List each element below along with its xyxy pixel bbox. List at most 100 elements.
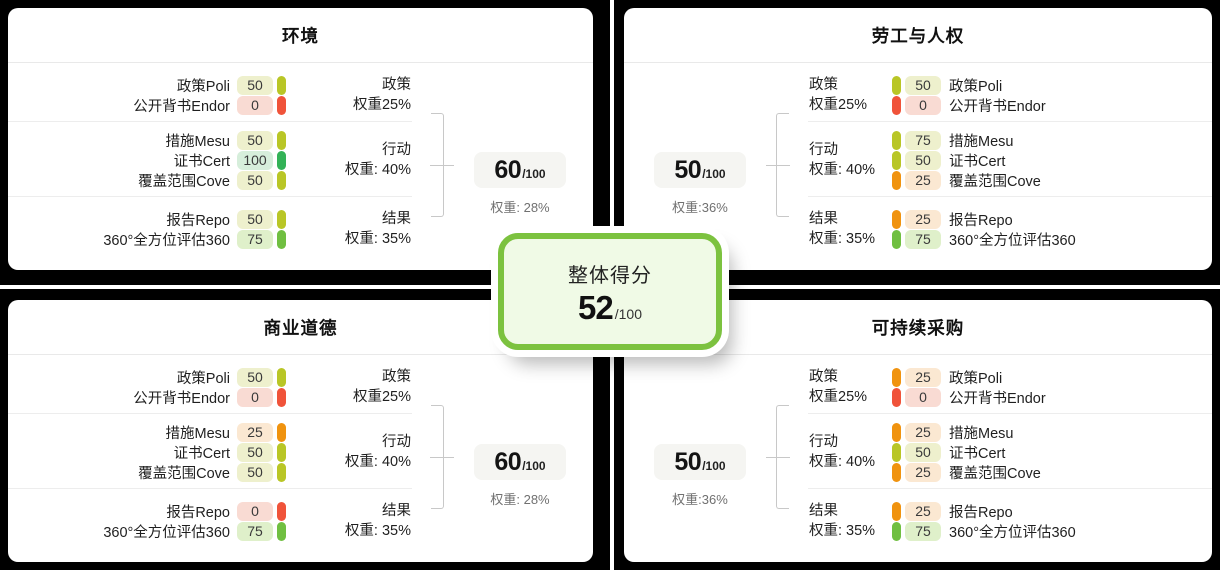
subfactor-row: 覆盖范围Cove 50	[8, 462, 286, 482]
score-color-bar-icon	[277, 442, 286, 462]
group-weight: 权重: 35%	[809, 231, 876, 247]
subfactor-label: 公开背书Endor	[133, 98, 230, 115]
group-weight-label: 结果权重: 35%	[808, 501, 892, 541]
score-badge: 0	[905, 387, 941, 407]
score-color-bar-icon	[892, 422, 901, 442]
group-name: 结果	[382, 211, 411, 227]
subfactor-row: 措施Mesu 50	[8, 130, 286, 150]
group-weight: 权重: 40%	[809, 162, 876, 178]
category-score-denominator: /100	[522, 459, 546, 473]
group-weight-label: 行动权重: 40%	[808, 432, 892, 472]
score-badge: 25	[237, 422, 273, 442]
score-color-bar-icon	[277, 521, 286, 541]
score-color-bar-icon	[892, 229, 901, 249]
score-color-bar-icon	[277, 367, 286, 387]
group-weight-label: 政策权重25%	[286, 75, 412, 115]
subfactor-label: 覆盖范围Cove	[949, 173, 1041, 190]
category-weight: 权重:36%	[672, 492, 728, 507]
subfactor-label: 政策Poli	[949, 370, 1003, 387]
score-badge: 25	[905, 367, 941, 387]
score-badge: 100	[237, 150, 273, 170]
score-badge: 50	[237, 462, 273, 482]
category-score-denominator: /100	[702, 167, 726, 181]
score-badge: 50	[905, 150, 941, 170]
score-color-bar-icon	[892, 75, 901, 95]
subfactor-label: 报告Repo	[949, 504, 1013, 521]
score-badge: 25	[905, 501, 941, 521]
subfactor-label: 360°全方位评估360	[949, 232, 1076, 249]
category-score-box: 60/100	[474, 444, 566, 480]
group-name: 行动	[382, 434, 411, 450]
score-color-bar-icon	[892, 150, 901, 170]
group-weight-label: 行动权重: 40%	[286, 140, 412, 180]
group-weight-label: 行动权重: 40%	[286, 432, 412, 472]
subfactor-label: 覆盖范围Cove	[138, 465, 230, 482]
group-weight: 权重25%	[352, 389, 411, 405]
group-weight-label: 行动权重: 40%	[808, 140, 892, 180]
subfactor-label: 报告Repo	[949, 212, 1013, 229]
subfactor-label: 证书Cert	[949, 445, 1006, 462]
score-color-bar-icon	[277, 209, 286, 229]
group-weight: 权重25%	[809, 389, 868, 405]
score-color-bar-icon	[892, 442, 901, 462]
group-name: 政策	[809, 369, 838, 385]
subfactor-label: 报告Repo	[166, 212, 230, 229]
subfactor-label: 措施Mesu	[949, 425, 1014, 442]
subfactor-label: 措施Mesu	[165, 133, 230, 150]
score-badge: 75	[237, 229, 273, 249]
score-badge: 50	[237, 170, 273, 190]
bracket-connector	[766, 405, 790, 509]
score-color-bar-icon	[277, 229, 286, 249]
subfactor-label: 360°全方位评估360	[103, 232, 230, 249]
category-score-box: 50/100	[654, 152, 746, 188]
group-name: 政策	[809, 77, 838, 93]
score-badge: 50	[905, 75, 941, 95]
subfactor-row: 360°全方位评估360 75	[8, 229, 286, 249]
overall-score-card: 整体得分 52 /100	[498, 233, 722, 350]
overall-score-denominator: /100	[614, 305, 642, 322]
category-score-denominator: /100	[702, 459, 726, 473]
score-color-bar-icon	[892, 521, 901, 541]
group-name: 行动	[382, 142, 411, 158]
score-badge: 75	[905, 521, 941, 541]
subfactor-label: 证书Cert	[173, 445, 230, 462]
score-badge: 75	[905, 130, 941, 150]
subfactor-label: 政策Poli	[176, 78, 230, 95]
score-color-bar-icon	[277, 130, 286, 150]
score-color-bar-icon	[277, 170, 286, 190]
group-name: 结果	[809, 503, 838, 519]
score-badge: 25	[905, 209, 941, 229]
category-weight: 权重: 28%	[490, 200, 550, 215]
group-weight: 权重25%	[809, 97, 868, 113]
score-badge: 75	[237, 521, 273, 541]
subfactor-label: 政策Poli	[949, 78, 1003, 95]
score-badge: 50	[237, 130, 273, 150]
